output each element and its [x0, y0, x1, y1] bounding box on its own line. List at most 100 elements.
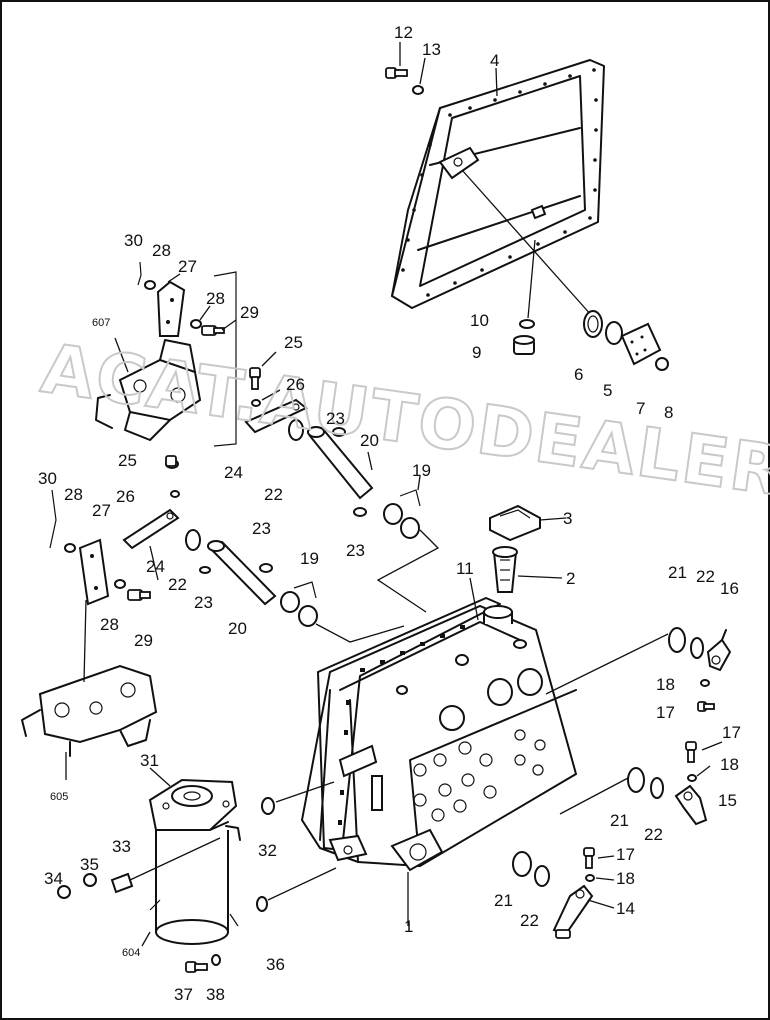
label-1: 1: [404, 917, 413, 936]
label-37: 37: [174, 985, 193, 1004]
label-18-mid: 18: [720, 755, 739, 774]
bolt-17-mid: [685, 741, 697, 763]
washer-22-right: [690, 637, 704, 659]
label-15: 15: [718, 791, 737, 810]
label-34: 34: [44, 869, 63, 888]
lever-16: [706, 629, 732, 672]
bolt-29-upper: [201, 325, 225, 336]
label-28-lower: 28: [64, 485, 83, 504]
label-25-upper: 25: [284, 333, 303, 352]
pin-23-mid: [199, 566, 211, 574]
washer-18-right: [700, 679, 710, 687]
label-20-upper: 20: [360, 431, 379, 450]
label-16: 16: [720, 579, 739, 598]
label-8: 8: [664, 403, 673, 422]
valve-assembly-605: [21, 599, 158, 780]
washer-35: [83, 873, 97, 887]
label-14: 14: [616, 899, 635, 918]
bolt-17-right: [697, 701, 715, 712]
bolt-29-lower: [127, 589, 151, 601]
label-25-lower: 25: [118, 451, 137, 470]
bolt-17-bottom: [583, 847, 595, 869]
label-6: 6: [574, 365, 583, 384]
label-29-lower: 29: [134, 631, 153, 650]
bolt-25-lower: [165, 455, 177, 467]
washer-38: [211, 954, 221, 966]
filter-assembly-604: [141, 778, 241, 947]
label-27-lower: 27: [92, 501, 111, 520]
label-23-mid: 23: [252, 519, 271, 538]
label-23-upper: 23: [326, 409, 345, 428]
label-22-mid2: 22: [644, 825, 663, 844]
label-2: 2: [566, 569, 575, 588]
lever-15: [674, 784, 708, 826]
label-17-right: 17: [656, 703, 675, 722]
label-17-mid: 17: [722, 723, 741, 742]
label-20-lower: 20: [228, 619, 247, 638]
washer-28-upper: [144, 280, 156, 290]
stud-33: [110, 872, 134, 894]
label-18-bottom: 18: [616, 869, 635, 888]
label-5: 5: [603, 381, 612, 400]
nut-8: [655, 357, 669, 371]
bolt-25-upper: [249, 367, 261, 390]
label-21-bottom: 21: [494, 891, 513, 910]
label-36: 36: [266, 955, 285, 974]
bracket-27-lower: [78, 538, 110, 606]
oil-pan-cover: [391, 59, 605, 309]
label-30-lower: 30: [38, 469, 57, 488]
label-22-right: 22: [696, 567, 715, 586]
o-ring-10: [519, 319, 535, 329]
label-33: 33: [112, 837, 131, 856]
label-28-lower2: 28: [100, 615, 119, 634]
cotter-pin-30-lower: [49, 489, 57, 549]
arm-24-upper: [244, 398, 308, 434]
gasket-5: [605, 321, 623, 345]
drain-plug-9: [513, 335, 535, 355]
shaft-20-upper: [307, 426, 374, 500]
pin-23-lower: [353, 507, 367, 517]
o-ring-32: [261, 797, 275, 815]
nut-34: [57, 885, 71, 899]
label-30-upper: 30: [124, 231, 143, 250]
label-23-mid2: 23: [194, 593, 213, 612]
label-9: 9: [472, 343, 481, 362]
washer-21-mid: [627, 767, 645, 793]
washer-22-bottom: [534, 865, 550, 887]
arm-24-lower: [122, 508, 180, 550]
label-31: 31: [140, 751, 159, 770]
label-28-mid: 28: [206, 289, 225, 308]
label-29-upper: 29: [240, 303, 259, 322]
shaft-20-lower: [207, 540, 277, 606]
bolt-12: [385, 67, 408, 79]
washer-26-lower: [170, 490, 180, 498]
seal-6: [583, 310, 603, 338]
washer-13: [412, 85, 424, 95]
washer-22-mid2: [650, 777, 664, 799]
label-4: 4: [490, 51, 499, 70]
bolt-37: [185, 961, 208, 973]
label-26-lower: 26: [116, 487, 135, 506]
washer-28-mid: [190, 319, 202, 329]
label-605: 605: [50, 791, 68, 803]
label-18-right: 18: [656, 675, 675, 694]
transmission-case: [300, 597, 578, 926]
label-11: 11: [456, 559, 474, 578]
label-38: 38: [206, 985, 225, 1004]
label-22-bottom: 22: [520, 911, 539, 930]
washer-28-lower2: [114, 579, 126, 589]
washer-18-mid: [687, 774, 697, 782]
label-28-upper: 28: [152, 241, 171, 260]
cotter-pin-30-upper: [137, 261, 142, 286]
bushing-19-lower: [280, 581, 318, 627]
lever-14: [552, 884, 594, 939]
washer-26-upper: [251, 399, 261, 407]
label-35: 35: [80, 855, 99, 874]
label-19-lower: 19: [300, 549, 319, 568]
label-24-lower: 24: [146, 557, 165, 576]
label-3: 3: [563, 509, 572, 528]
label-24-upper: 24: [224, 463, 243, 482]
washer-18-bottom: [585, 874, 595, 882]
